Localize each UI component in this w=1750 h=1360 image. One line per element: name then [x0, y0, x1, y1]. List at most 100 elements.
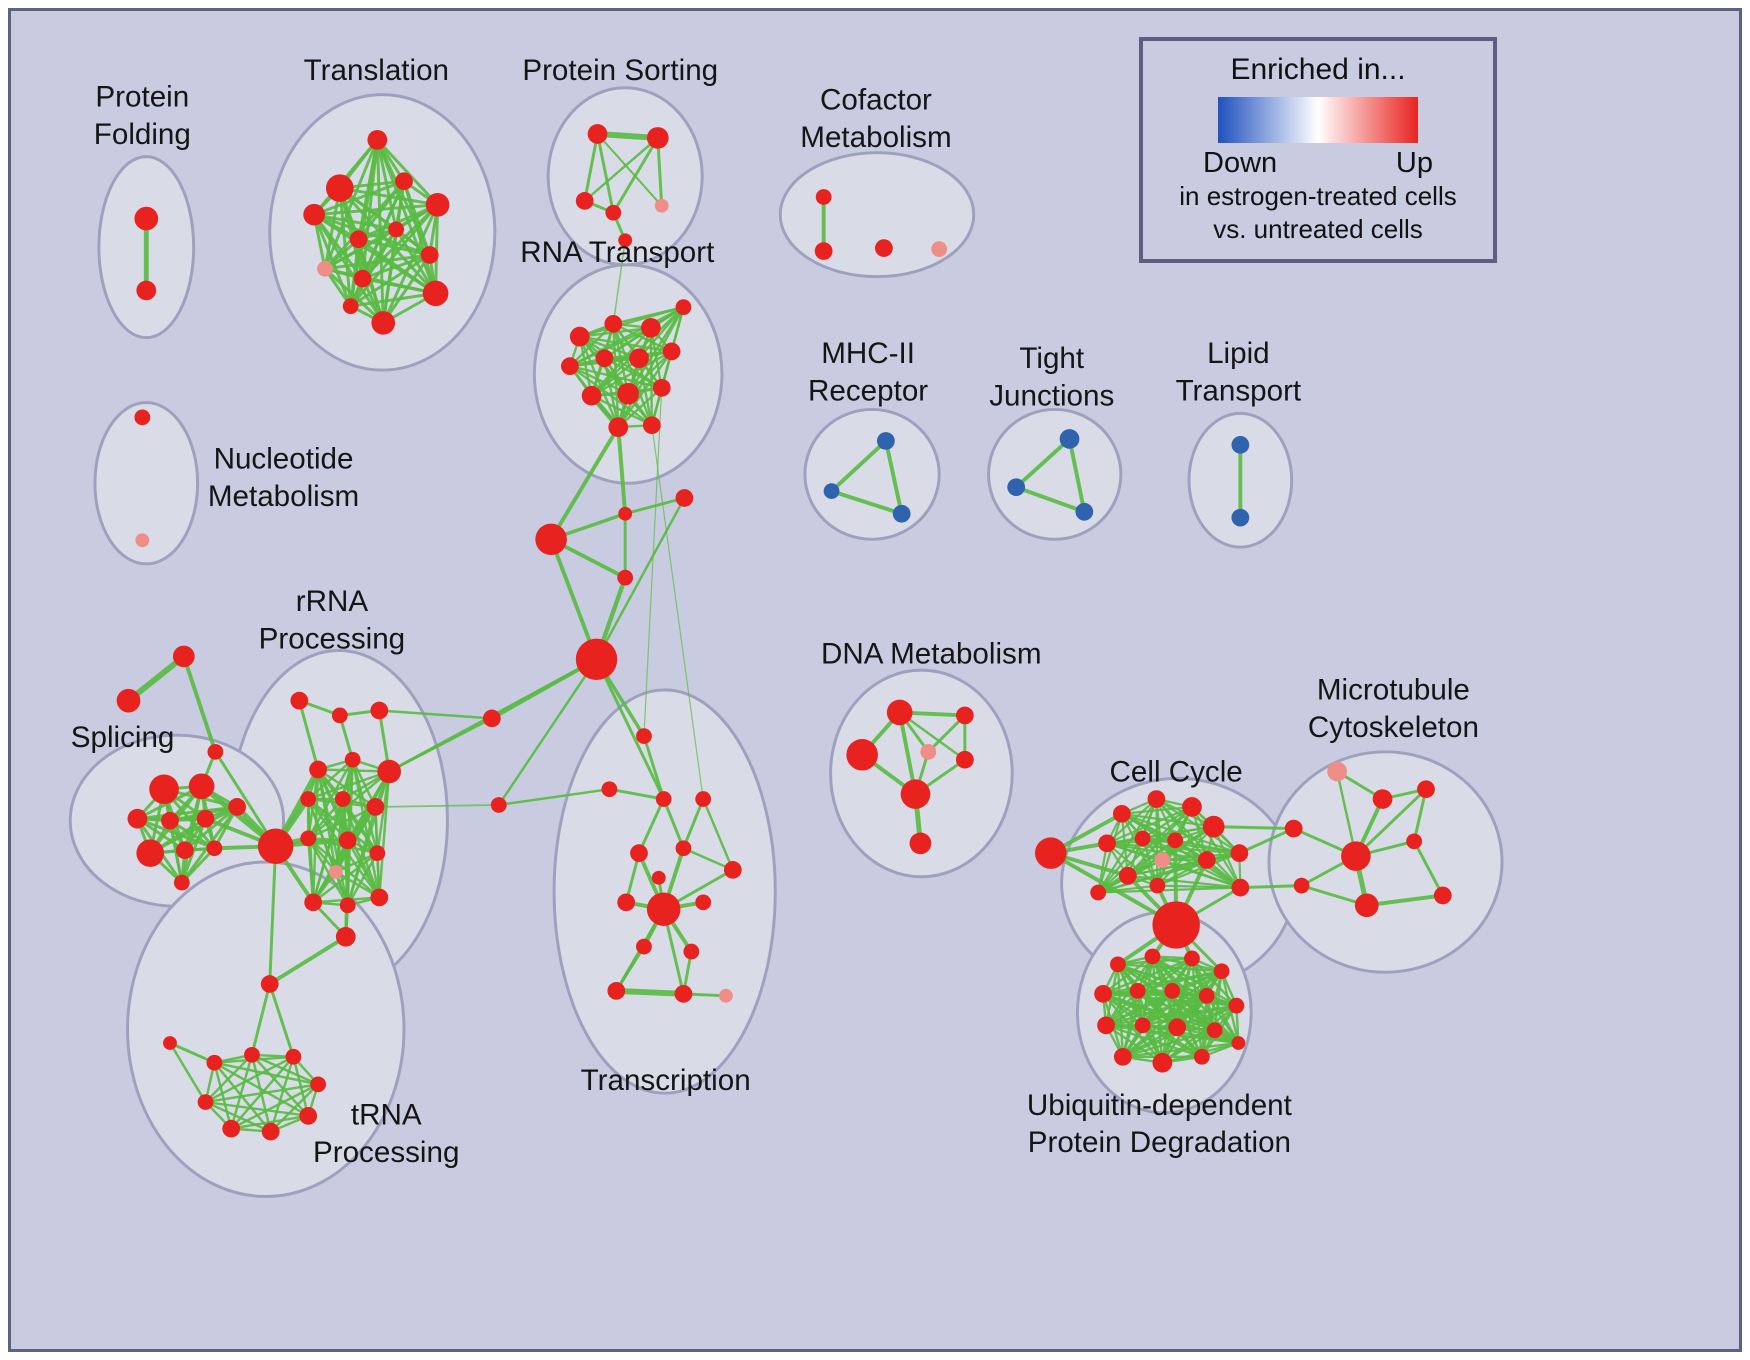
node-tr5 — [425, 193, 450, 217]
node-sp4 — [161, 811, 179, 830]
edge-tr7-tr9 — [323, 227, 398, 271]
edge-rr8-rr12 — [306, 797, 349, 842]
node-br1 — [490, 797, 507, 813]
node-cm1 — [815, 189, 832, 205]
edge-sp6-sp8 — [183, 805, 239, 852]
node-mid2 — [675, 489, 694, 507]
edge-ps2-ps5 — [656, 136, 664, 208]
node-rr1 — [290, 691, 309, 710]
edge-rt3-rt9 — [590, 326, 653, 397]
node-mc5 — [1341, 841, 1371, 871]
edge-tx13-tx14 — [613, 987, 687, 997]
node-mh1 — [876, 432, 895, 450]
edge-ub4-ub14 — [1121, 970, 1223, 1058]
node-tr6 — [349, 230, 368, 249]
edge-tr5-tr13 — [349, 203, 440, 308]
node-rr3 — [370, 701, 389, 720]
node-ub15 — [1152, 1052, 1173, 1073]
edge-tn3-tn6 — [213, 1061, 320, 1086]
edge-ps1-ps4 — [596, 132, 615, 215]
edge-cc5-mc4 — [1212, 825, 1296, 831]
node-mc3 — [1417, 780, 1435, 799]
node-tn7 — [299, 1106, 318, 1125]
node-tx2 — [601, 781, 618, 798]
edge-tx6-tx10 — [682, 847, 735, 872]
legend-gradient-bar — [1218, 97, 1418, 143]
node-tr2 — [325, 174, 354, 202]
legend-down-label: Down — [1203, 147, 1278, 179]
edge-mid3-hub1 — [549, 537, 599, 662]
edge-rt13-tx4 — [651, 424, 704, 800]
edge-ub9-ub10 — [1104, 1004, 1238, 1027]
node-mc8 — [1354, 893, 1379, 918]
edge-mc6-mc9 — [1412, 839, 1445, 897]
node-br2 — [482, 709, 501, 728]
edge-rrh-tn1 — [268, 844, 278, 986]
edge-tr11-tr13 — [349, 291, 438, 308]
edge-mh1-mh3 — [883, 438, 904, 516]
node-rrh — [257, 828, 294, 864]
node-cc10 — [1197, 851, 1216, 869]
node-ps2 — [646, 127, 669, 149]
node-rr8 — [300, 791, 317, 807]
node-sp9 — [206, 840, 223, 857]
node-cc13 — [1149, 877, 1166, 894]
edge-cc11-mc4 — [1237, 827, 1296, 855]
node-sp7 — [136, 839, 165, 867]
node-mid4 — [617, 569, 634, 586]
node-sp3 — [127, 808, 148, 829]
cluster-transcription — [552, 688, 777, 1095]
edge-rr6-rr8 — [306, 758, 354, 801]
node-tn5 — [285, 1048, 302, 1065]
node-tx9 — [695, 894, 712, 911]
node-rr18 — [335, 926, 356, 947]
edge-ps1-ps5 — [596, 132, 663, 207]
node-tn2 — [163, 1036, 177, 1050]
node-ub3 — [1184, 950, 1200, 967]
edge-tr1-tr5 — [375, 138, 440, 207]
node-sx2 — [116, 688, 141, 713]
edge-ub2-ub5 — [1101, 955, 1154, 996]
edge-rr14-rr15 — [311, 851, 379, 904]
node-tx8 — [617, 893, 636, 912]
node-mc4 — [1284, 819, 1303, 838]
node-tx6 — [675, 840, 692, 857]
edge-rt4-rt12 — [617, 305, 685, 429]
node-cc9 — [1154, 852, 1171, 868]
edge-mc3-mc5 — [1354, 787, 1428, 858]
node-nm1 — [134, 409, 151, 426]
edge-ps6-rt2 — [612, 239, 626, 325]
cluster-label-translation: Translation — [304, 54, 449, 87]
edge-sp6-sp7 — [148, 805, 239, 855]
edge-tx3-tx6 — [662, 797, 685, 850]
legend-caption-line1: in estrogen-treated cells — [1179, 181, 1457, 211]
node-pf2 — [136, 280, 157, 301]
edge-rt8-rt9 — [590, 350, 673, 397]
edge-tn4-tn7 — [250, 1053, 310, 1118]
node-tx3 — [655, 791, 672, 807]
edge-tx1-tx3 — [642, 734, 666, 801]
edge-rt2-rt5 — [568, 322, 615, 368]
legend-title: Enriched in... — [1230, 53, 1406, 86]
edge-sx3-rrh — [213, 750, 278, 848]
node-tr13 — [342, 298, 359, 315]
edge-cc4-cc15 — [1190, 805, 1242, 889]
node-mc7 — [1293, 877, 1310, 894]
node-ub6 — [1129, 983, 1146, 999]
node-ub11 — [1134, 1017, 1151, 1034]
node-cc15 — [1231, 878, 1250, 897]
edge-rr9-rr15 — [311, 797, 345, 904]
node-sx1 — [172, 645, 195, 668]
node-dm1 — [886, 699, 913, 726]
cluster-label-protein-sorting: Protein Sorting — [522, 54, 718, 87]
node-tx12 — [683, 943, 700, 960]
edge-ub8-ub17 — [1205, 994, 1240, 1045]
node-ub2 — [1144, 948, 1161, 965]
node-dm2 — [955, 706, 974, 725]
edge-tr4-tr11 — [402, 179, 438, 295]
node-rr16 — [339, 897, 356, 914]
node-ub17 — [1231, 1036, 1246, 1050]
edge-rt1-rt9 — [578, 335, 593, 397]
